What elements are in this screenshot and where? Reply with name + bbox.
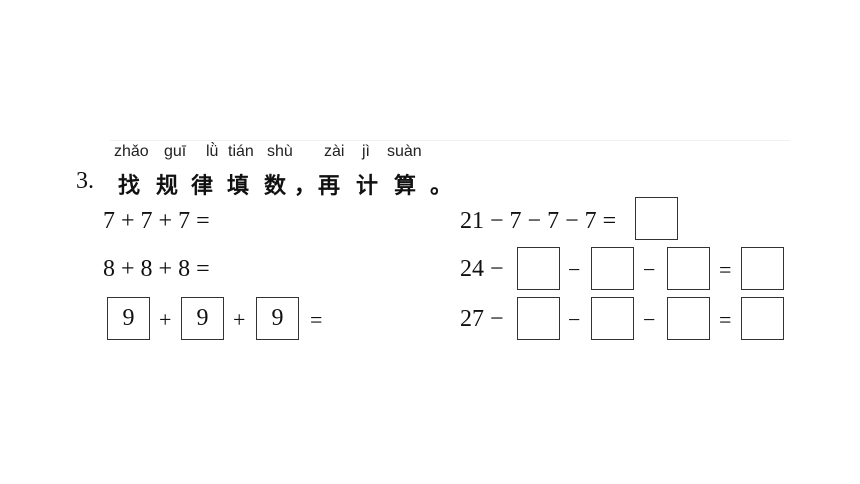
right-expr-3-start: 27 − — [460, 306, 504, 332]
pinyin-4: tián — [228, 143, 254, 160]
pinyin-6: zài — [324, 143, 345, 160]
left-box-2: 9 — [181, 297, 224, 340]
answer-box-r3-1[interactable] — [517, 297, 560, 340]
pinyin-7: jì — [362, 143, 370, 160]
pinyin-5: shù — [267, 143, 293, 160]
minus-r2-2: − — [643, 257, 656, 282]
minus-r2-1: − — [568, 257, 581, 282]
answer-box-r2-4[interactable] — [741, 247, 784, 290]
minus-r3-1: − — [568, 307, 581, 332]
answer-box-r1[interactable] — [635, 197, 678, 240]
left-expr-2: 8 + 8 + 8 = — [103, 256, 210, 282]
title-comma: ， — [294, 174, 317, 199]
left-box-3: 9 — [256, 297, 299, 340]
pinyin-8: suàn — [387, 143, 422, 160]
title-char-2: 规 — [156, 174, 179, 199]
question-number: 3. — [76, 168, 94, 194]
answer-box-r2-2[interactable] — [591, 247, 634, 290]
pinyin-1: zhǎo — [114, 143, 149, 160]
answer-box-r2-3[interactable] — [667, 247, 710, 290]
top-rule — [110, 140, 790, 141]
right-expr-1: 21 − 7 − 7 − 7 = — [460, 208, 617, 234]
right-expr-2-start: 24 − — [460, 256, 504, 282]
answer-box-r3-4[interactable] — [741, 297, 784, 340]
title-char-4: 填 — [227, 174, 250, 199]
left-plus-1: + — [159, 307, 172, 332]
pinyin-3: lǜ — [206, 143, 219, 160]
title-char-6: 再 — [318, 174, 341, 199]
pinyin-2: guī — [164, 143, 187, 160]
answer-box-r3-2[interactable] — [591, 297, 634, 340]
title-char-7: 计 — [356, 174, 379, 199]
equals-r3: = — [719, 307, 732, 332]
answer-box-r2-1[interactable] — [517, 247, 560, 290]
answer-box-r3-3[interactable] — [667, 297, 710, 340]
title-period: 。 — [430, 174, 453, 199]
title-char-5: 数 — [264, 174, 287, 199]
title-char-8: 算 — [394, 174, 417, 199]
left-equals: = — [310, 307, 323, 332]
title-char-3: 律 — [191, 174, 214, 199]
left-expr-1: 7 + 7 + 7 = — [103, 208, 210, 234]
left-box-1: 9 — [107, 297, 150, 340]
minus-r3-2: − — [643, 307, 656, 332]
left-plus-2: + — [233, 307, 246, 332]
equals-r2: = — [719, 257, 732, 282]
title-char-1: 找 — [118, 174, 141, 199]
